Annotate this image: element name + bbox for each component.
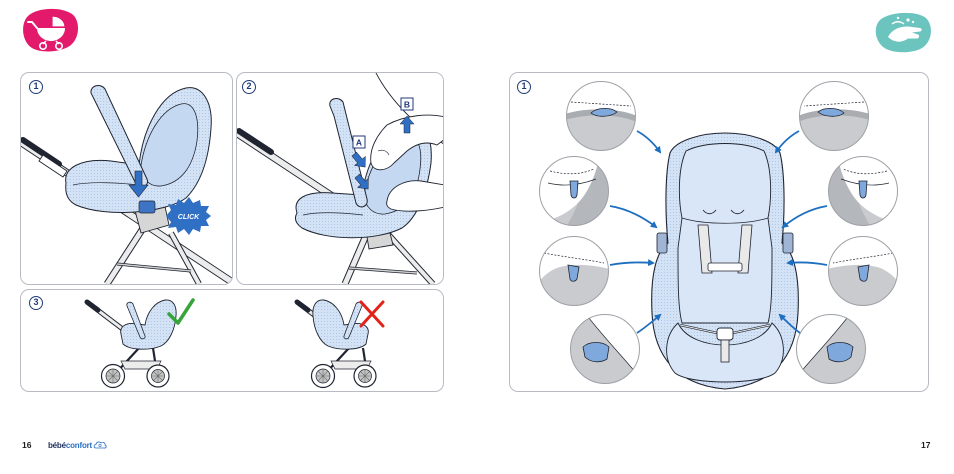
marker-a: A (353, 136, 365, 148)
stroller-icon (20, 6, 80, 54)
cover-clip-icon (827, 343, 853, 362)
cross-icon (361, 302, 383, 326)
brand-suffix: confort (66, 441, 92, 450)
step1-panel: 1 CLICK (20, 72, 233, 285)
harness-buckle (717, 328, 733, 340)
marker-a-label: A (356, 138, 362, 148)
step1-illustration: CLICK (21, 73, 232, 284)
detail-inset-left-1 (565, 80, 637, 152)
detail-inset-right-3 (827, 235, 899, 307)
detail-inset-left-2 (538, 155, 610, 227)
seat-connector (139, 201, 155, 213)
chest-clip (708, 263, 742, 271)
step3-illustration (21, 290, 443, 391)
cover-clip-icon (568, 265, 579, 281)
baby-cloud-icon (93, 440, 107, 450)
wheel (102, 365, 125, 388)
arrow-icon (610, 262, 653, 265)
brand-logo: bébéconfort (48, 440, 107, 451)
arrow-icon (776, 131, 799, 152)
click-badge-text: CLICK (178, 214, 200, 221)
detail-inset-right-1 (798, 80, 870, 152)
detail-inset-left-3 (538, 235, 610, 307)
cover-clip-icon (583, 343, 609, 362)
step3-panel: 3 (20, 289, 444, 392)
arrow-icon (637, 131, 660, 152)
stroller-correct (87, 300, 176, 388)
right-step1-number: 1 (517, 80, 531, 94)
cover-clip-icon (570, 181, 578, 198)
wheel (354, 365, 376, 387)
marker-b: B (401, 98, 413, 110)
step1-number: 1 (29, 80, 43, 94)
detail-inset-left-4 (569, 313, 641, 385)
cover-removal-illustration (510, 73, 928, 391)
cover-removal-panel: 1 (509, 72, 929, 392)
side-protection (783, 233, 793, 253)
wheel (147, 365, 169, 387)
arrow-icon (783, 206, 827, 227)
detail-inset-right-4 (795, 313, 867, 385)
stroller-incorrect (297, 300, 376, 388)
crotch-strap (721, 340, 729, 362)
page-number-right: 17 (921, 440, 930, 450)
step2-panel: 2 A (236, 72, 444, 285)
step2-number: 2 (242, 80, 256, 94)
seat-back-cover (678, 144, 772, 324)
hand-wash-icon (874, 10, 934, 54)
cover-clip-icon (858, 265, 869, 281)
side-protection (657, 233, 667, 253)
car-seat-handle (330, 99, 368, 207)
car-seat-front (652, 133, 799, 389)
step2-illustration: A B (237, 73, 443, 284)
cover-clip-icon (859, 181, 867, 198)
detail-inset-right-2 (827, 155, 899, 227)
arrow-icon (610, 206, 656, 227)
wheel (312, 365, 335, 388)
brand-prefix: bébé (48, 441, 66, 450)
marker-b-label: B (404, 100, 410, 110)
step3-number: 3 (29, 296, 43, 310)
page-number-left: 16 (22, 440, 31, 450)
